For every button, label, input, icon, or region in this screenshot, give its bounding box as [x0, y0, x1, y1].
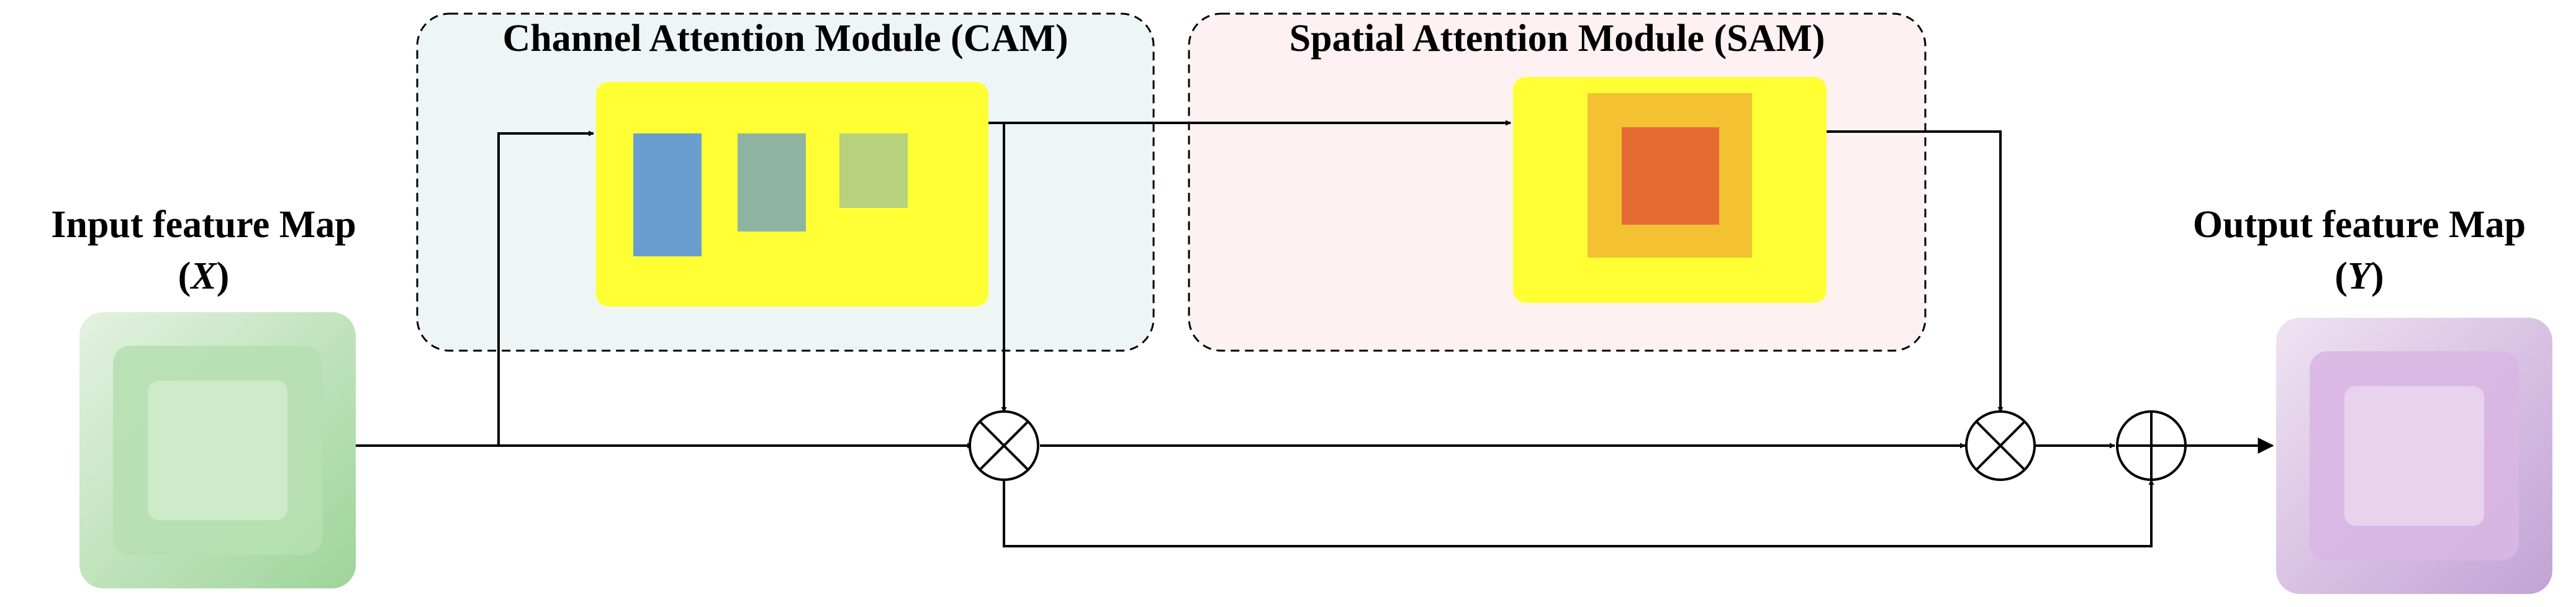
cam-module-title: Channel Attention Module (CAM) [502, 17, 1068, 60]
add-operator [2116, 410, 2187, 481]
sam-module: Spatial Attention Module (SAM) [1188, 12, 1927, 352]
multiply-cross-1b [978, 420, 1029, 471]
output-symbol: (Y) [2334, 255, 2384, 297]
output-feature-map: Output feature Map (Y) [2193, 204, 2552, 594]
residual-path-arrow [1003, 479, 2154, 547]
input-symbol: (X) [178, 255, 230, 297]
cam-channel-bar-1 [633, 133, 702, 256]
output-square-inner [2344, 386, 2484, 526]
output-title: Output feature Map [2193, 204, 2526, 246]
multiply-operator-1 [969, 410, 1039, 481]
multiply-cross-2b [1975, 420, 2026, 471]
cam-channel-bar-2 [738, 133, 806, 232]
input-title: Input feature Map [51, 204, 356, 246]
sam-spatial-inner [1622, 127, 1719, 225]
input-square-inner [148, 380, 287, 520]
sam-module-title: Spatial Attention Module (SAM) [1290, 17, 1825, 60]
multiply-operator-2 [1965, 410, 2036, 481]
connections [356, 120, 2274, 547]
sam-to-multiply-arrow [1827, 130, 2004, 413]
cam-channel-bar-3 [839, 133, 908, 208]
input-feature-map: Input feature Map (X) [51, 204, 356, 588]
cam-module: Channel Attention Module (CAM) [416, 12, 1155, 352]
branch-to-cam-arrow [497, 130, 594, 446]
